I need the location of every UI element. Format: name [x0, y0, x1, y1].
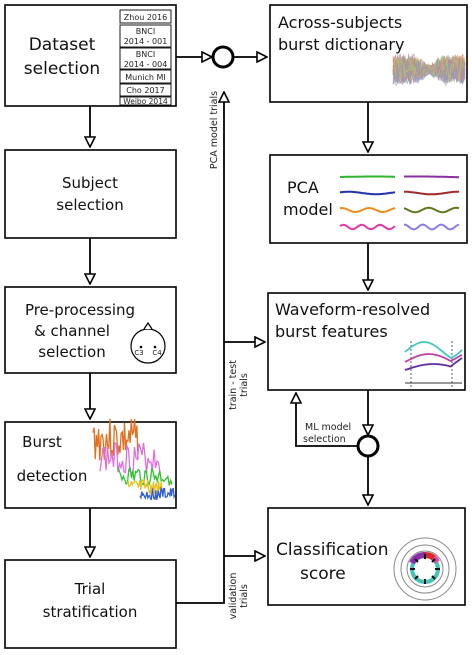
- dictionary-waveform: [392, 60, 466, 87]
- pca-component-curve: [403, 206, 460, 214]
- dictionary-waveform: [392, 60, 466, 84]
- dictionary-waveforms-plot: [392, 53, 466, 87]
- node-preprocessing: Pre-processing & channel selection C3 C4: [4, 286, 177, 374]
- node-pca-model: PCA model: [269, 154, 468, 244]
- label-validation: validation: [228, 573, 239, 620]
- features-curve: [404, 353, 463, 363]
- score-rings-icon: [393, 537, 457, 601]
- pca-component-curve: [404, 175, 459, 179]
- arrow-pca-trials-up: [176, 92, 224, 604]
- pca-component-curve: [340, 175, 395, 178]
- dataset-item: Weibo 2014: [123, 97, 168, 106]
- burst-traces-plot: [92, 418, 176, 501]
- dictionary-waveform: [392, 56, 466, 82]
- pca-title-line1: PCA: [287, 178, 319, 197]
- burst-trace: [99, 441, 161, 474]
- arrow-ml-selection-loop: [296, 393, 357, 447]
- trial-title-line1: Trial: [74, 580, 106, 598]
- dataset-item: 2014 - 004: [124, 60, 168, 69]
- dictionary-waveform: [392, 58, 466, 84]
- pca-component-curve: [339, 223, 396, 231]
- node-subject-selection: Subject selection: [4, 149, 177, 239]
- features-title-line2: burst features: [275, 322, 388, 341]
- electrode-c3-label: C3: [134, 349, 143, 357]
- label-ml-model: ML model: [305, 422, 351, 433]
- subject-title-line2: selection: [56, 196, 123, 214]
- node-burst-detection: Burst detection: [4, 418, 177, 509]
- dictionary-title-line1: Across-subjects: [278, 13, 402, 32]
- subject-title-line1: Subject: [62, 174, 118, 192]
- dataset-title-line1: Dataset: [29, 35, 96, 55]
- burst-trace: [117, 466, 173, 487]
- pca-component-curve: [339, 190, 396, 196]
- dictionary-waveform: [392, 59, 466, 85]
- trial-title-line2: stratification: [43, 603, 138, 621]
- label-validation-2: trials: [239, 584, 250, 608]
- label-train-test: train - test: [228, 360, 239, 410]
- burst-title-line2: detection: [17, 467, 88, 485]
- label-train-test-2: trials: [239, 373, 250, 397]
- preproc-title-line2: & channel: [34, 322, 110, 340]
- node-trial-stratification: Trial stratification: [4, 559, 177, 649]
- pca-title-line2: model: [283, 200, 333, 219]
- preproc-title-line1: Pre-processing: [25, 301, 135, 319]
- dictionary-title-line2: burst dictionary: [278, 35, 404, 54]
- label-pca-trials: PCA model trials: [209, 91, 220, 169]
- classification-title-line1: Classification: [276, 540, 388, 560]
- pca-components-plot: [339, 175, 460, 231]
- connectors: [90, 57, 368, 604]
- dataset-list: Zhou 2016 BNCI 2014 - 001 BNCI 2014 - 00…: [119, 9, 172, 106]
- dataset-title-line2: selection: [24, 59, 100, 79]
- pca-component-curve: [404, 190, 459, 196]
- features-title-line1: Waveform-resolved: [275, 300, 430, 319]
- burst-title-line1: Burst: [22, 433, 62, 451]
- dataset-item: Cho 2017: [126, 86, 164, 95]
- dataset-item: BNCI: [136, 27, 155, 36]
- dataset-item: Munich MI: [125, 73, 166, 82]
- label-ml-selection: selection: [303, 434, 346, 445]
- features-curve: [404, 357, 463, 371]
- features-plot: [404, 341, 463, 388]
- preproc-title-line3: selection: [38, 343, 105, 361]
- electrode-c4-label: C4: [152, 349, 162, 357]
- node-burst-features: Waveform-resolved burst features: [267, 292, 466, 391]
- pca-component-curve: [403, 223, 460, 231]
- classification-title-line2: score: [300, 564, 346, 584]
- burst-trace: [127, 478, 163, 497]
- features-curve: [404, 341, 463, 359]
- burst-trace: [92, 418, 139, 461]
- dataset-item: 2014 - 001: [124, 37, 168, 46]
- node-dataset-selection: Dataset selection Zhou 2016 BNCI 2014 - …: [4, 4, 177, 107]
- dataset-item: Zhou 2016: [124, 13, 167, 22]
- dataset-item: BNCI: [136, 50, 155, 59]
- junction-node: [211, 45, 235, 69]
- pca-component-curve: [339, 206, 396, 214]
- node-classification-score: Classification score: [267, 507, 466, 606]
- ml-junction-node: [356, 434, 380, 458]
- head-electrodes-icon: C3 C4: [130, 321, 166, 364]
- burst-trace: [139, 486, 176, 501]
- node-burst-dictionary: Across-subjects burst dictionary: [269, 4, 468, 103]
